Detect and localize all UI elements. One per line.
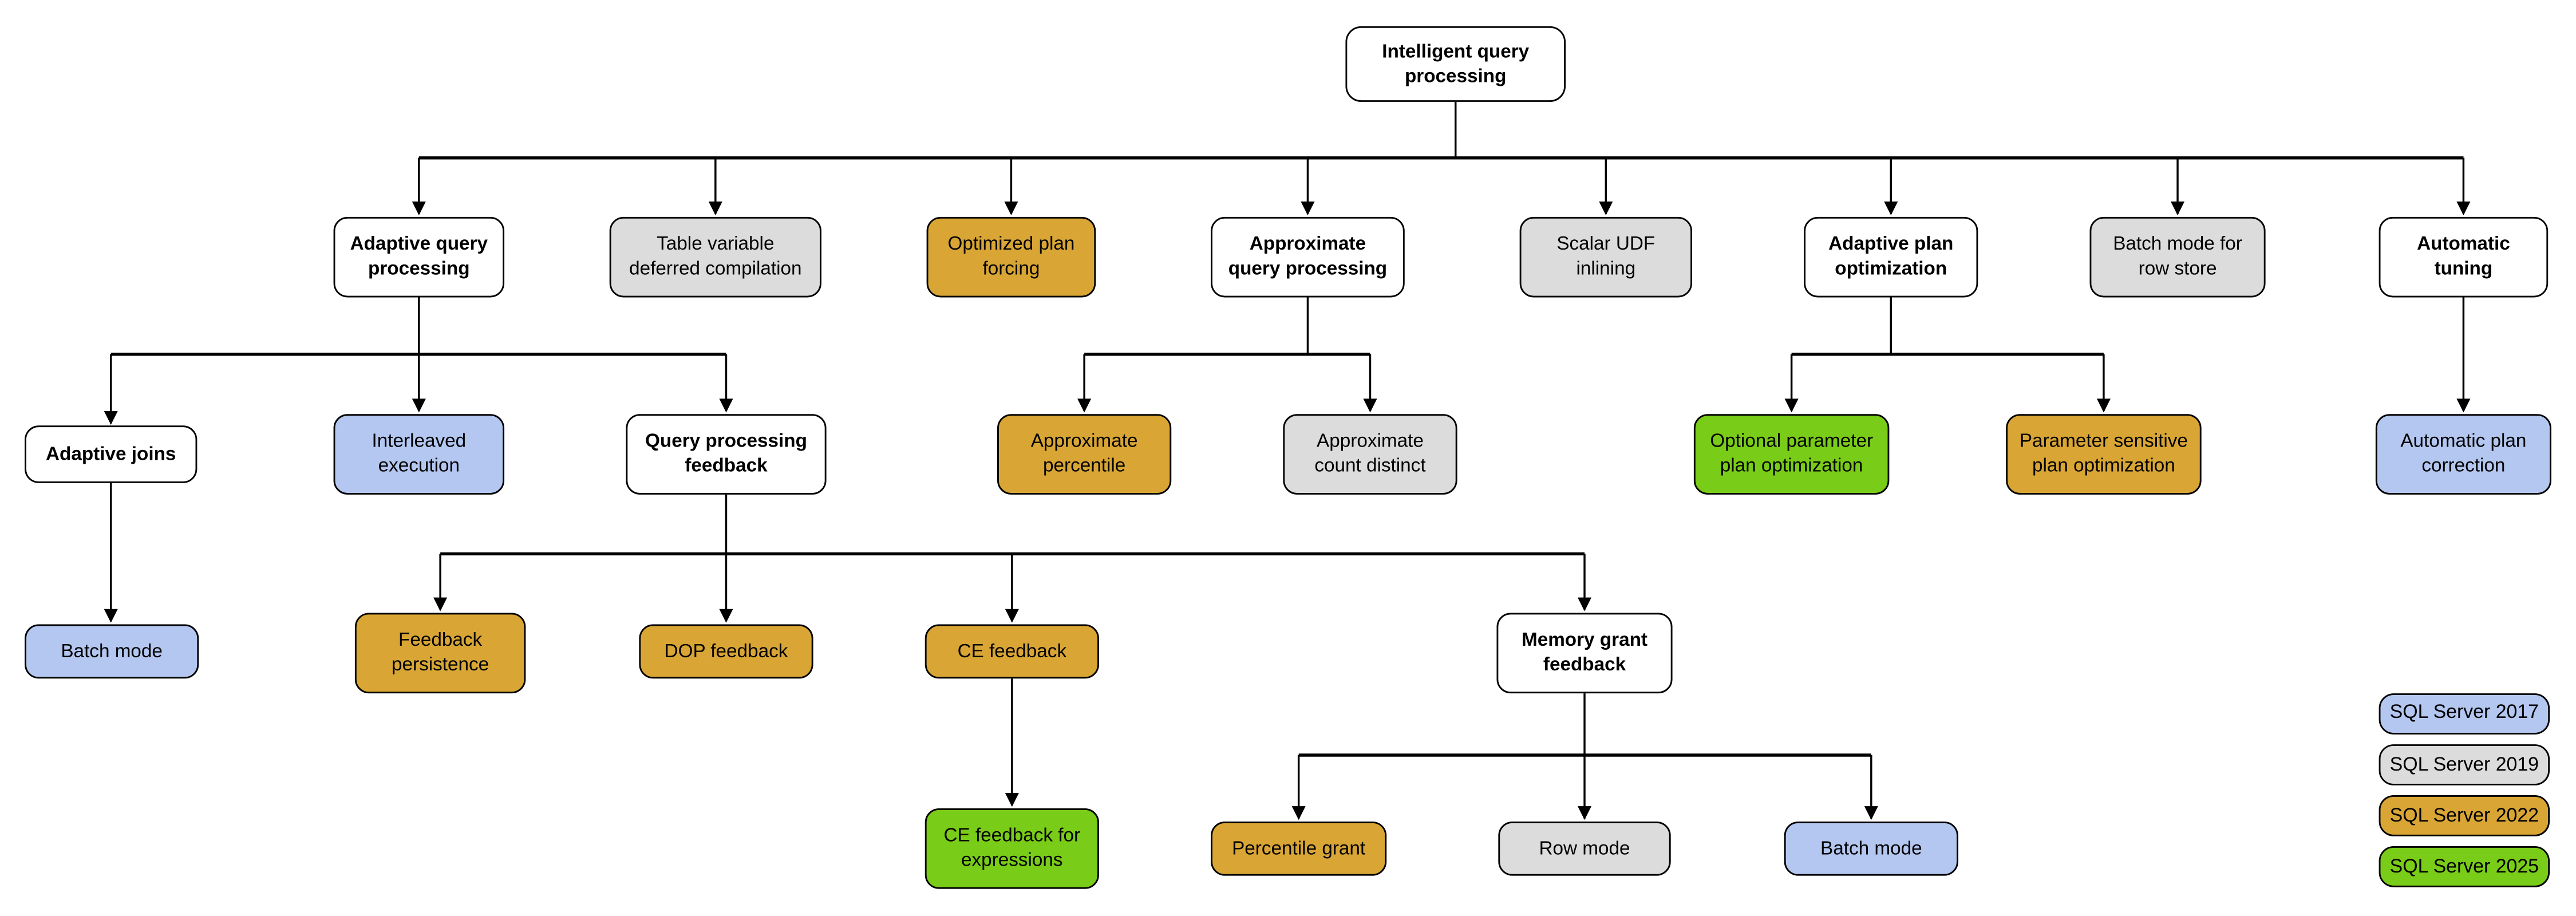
- node-optional-parameter-plan-optimization: Optional parameter plan optimization: [1693, 413, 1890, 495]
- version-legend: SQL Server 2017 SQL Server 2019 SQL Serv…: [2379, 692, 2550, 888]
- node-ce-feedback-for-expressions: CE feedback for expressions: [924, 807, 1099, 889]
- node-approximate-count-distinct: Approximate count distinct: [1283, 413, 1457, 495]
- node-batch-mode-memory-grant: Batch mode: [1784, 820, 1958, 876]
- legend-item-sql-server-2017: SQL Server 2017: [2379, 692, 2550, 734]
- legend-item-sql-server-2019: SQL Server 2019: [2379, 744, 2550, 785]
- node-scalar-udf-inlining: Scalar UDF inlining: [1519, 216, 1692, 298]
- node-table-variable-deferred-compilation: Table variable deferred compilation: [609, 216, 821, 298]
- node-adaptive-joins: Adaptive joins: [25, 425, 197, 483]
- node-ce-feedback: CE feedback: [924, 623, 1099, 679]
- node-row-mode: Row mode: [1498, 820, 1671, 876]
- node-optimized-plan-forcing: Optimized plan forcing: [926, 216, 1096, 298]
- node-automatic-tuning: Automatic tuning: [2379, 216, 2549, 298]
- legend-item-sql-server-2025: SQL Server 2025: [2379, 847, 2550, 888]
- node-approximate-percentile: Approximate percentile: [997, 413, 1172, 495]
- legend-item-sql-server-2022: SQL Server 2022: [2379, 795, 2550, 837]
- node-parameter-sensitive-plan-optimization: Parameter sensitive plan optimization: [2006, 413, 2202, 495]
- node-interleaved-execution: Interleaved execution: [333, 413, 505, 495]
- node-approximate-query-processing: Approximate query processing: [1211, 216, 1405, 298]
- node-memory-grant-feedback: Memory grant feedback: [1496, 612, 1673, 694]
- node-dop-feedback: DOP feedback: [639, 623, 813, 679]
- node-batch-mode-adaptive-joins: Batch mode: [25, 623, 199, 679]
- node-automatic-plan-correction: Automatic plan correction: [2375, 413, 2551, 495]
- node-adaptive-plan-optimization: Adaptive plan optimization: [1804, 216, 1978, 298]
- node-percentile-grant: Percentile grant: [1211, 820, 1387, 876]
- node-adaptive-query-processing: Adaptive query processing: [333, 216, 505, 298]
- node-intelligent-query-processing: Intelligent query processing: [1345, 26, 1566, 102]
- node-query-processing-feedback: Query processing feedback: [626, 413, 827, 495]
- node-batch-mode-for-row-store: Batch mode for row store: [2089, 216, 2266, 298]
- node-feedback-persistence: Feedback persistence: [354, 612, 526, 694]
